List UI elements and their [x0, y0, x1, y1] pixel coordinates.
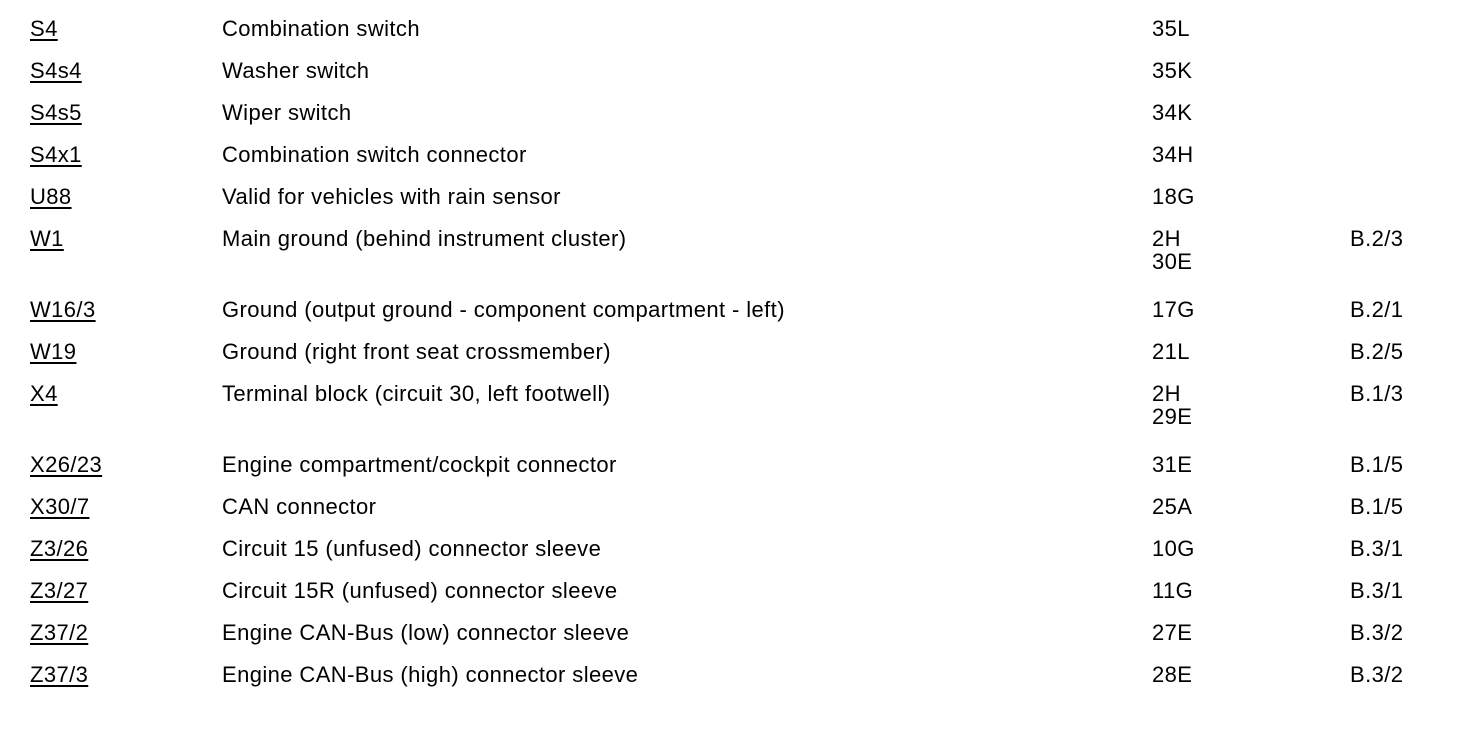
grid-location: 2H 30E [1152, 226, 1193, 274]
grid-location: 27E [1152, 620, 1193, 645]
component-code-link[interactable]: X30/7 [30, 494, 90, 519]
grid-location: 2H 29E [1152, 381, 1193, 429]
component-description: Circuit 15R (unfused) connector sleeve [222, 578, 618, 603]
table-row: X4 Terminal block (circuit 30, left foot… [30, 382, 1472, 428]
grid-location: 11G [1152, 578, 1194, 603]
component-description: CAN connector [222, 494, 377, 519]
grid-location: 34H [1152, 142, 1194, 167]
grid-location: 21L [1152, 339, 1190, 364]
component-code-link[interactable]: W1 [30, 226, 64, 251]
diagram-reference: B.1/5 [1350, 452, 1404, 477]
diagram-reference: B.1/3 [1350, 381, 1404, 406]
table-row: U88 Valid for vehicles with rain sensor … [30, 185, 1472, 208]
component-code-link[interactable]: Z37/2 [30, 620, 89, 645]
component-description: Engine compartment/cockpit connector [222, 452, 617, 477]
table-row: S4 Combination switch 35L [30, 17, 1472, 40]
component-description: Combination switch connector [222, 142, 527, 167]
diagram-reference: B.2/1 [1350, 297, 1404, 322]
table-row: S4s4 Washer switch 35K [30, 59, 1472, 82]
grid-location: 28E [1152, 662, 1193, 687]
component-code-link[interactable]: Z37/3 [30, 662, 89, 687]
component-code-link[interactable]: X4 [30, 381, 58, 406]
table-row: S4s5 Wiper switch 34K [30, 101, 1472, 124]
table-row: Z3/26 Circuit 15 (unfused) connector sle… [30, 537, 1472, 560]
component-code-link[interactable]: W19 [30, 339, 77, 364]
component-code-link[interactable]: Z3/26 [30, 536, 89, 561]
grid-location: 18G [1152, 184, 1195, 209]
grid-location: 35K [1152, 58, 1193, 83]
component-code-link[interactable]: S4x1 [30, 142, 82, 167]
component-description: Engine CAN-Bus (high) connector sleeve [222, 662, 639, 687]
table-row: W16/3 Ground (output ground - component … [30, 298, 1472, 321]
table-row: Z3/27 Circuit 15R (unfused) connector sl… [30, 579, 1472, 602]
grid-location: 17G [1152, 297, 1195, 322]
diagram-reference: B.3/2 [1350, 620, 1404, 645]
table-row: X30/7 CAN connector 25A B.1/5 [30, 495, 1472, 518]
table-row: W1 Main ground (behind instrument cluste… [30, 227, 1472, 273]
grid-location: 31E [1152, 452, 1193, 477]
component-description: Terminal block (circuit 30, left footwel… [222, 381, 611, 406]
component-description: Ground (right front seat crossmember) [222, 339, 611, 364]
table-row: W19 Ground (right front seat crossmember… [30, 340, 1472, 363]
table-row: X26/23 Engine compartment/cockpit connec… [30, 453, 1472, 476]
component-description: Valid for vehicles with rain sensor [222, 184, 561, 209]
component-description: Wiper switch [222, 100, 352, 125]
component-description: Washer switch [222, 58, 370, 83]
component-code-link[interactable]: S4 [30, 16, 58, 41]
component-code-link[interactable]: Z3/27 [30, 578, 89, 603]
table-row: Z37/3 Engine CAN-Bus (high) connector sl… [30, 663, 1472, 686]
table-row: S4x1 Combination switch connector 34H [30, 143, 1472, 166]
grid-location: 35L [1152, 16, 1190, 41]
component-description: Circuit 15 (unfused) connector sleeve [222, 536, 602, 561]
diagram-reference: B.1/5 [1350, 494, 1404, 519]
component-description: Engine CAN-Bus (low) connector sleeve [222, 620, 630, 645]
grid-location: 25A [1152, 494, 1193, 519]
diagram-reference: B.3/2 [1350, 662, 1404, 687]
component-code-link[interactable]: W16/3 [30, 297, 96, 322]
diagram-reference: B.3/1 [1350, 578, 1404, 603]
component-code-link[interactable]: U88 [30, 184, 72, 209]
diagram-reference: B.2/5 [1350, 339, 1404, 364]
component-code-link[interactable]: S4s4 [30, 58, 82, 83]
diagram-reference: B.2/3 [1350, 226, 1404, 251]
component-description: Combination switch [222, 16, 420, 41]
component-description: Main ground (behind instrument cluster) [222, 226, 627, 251]
grid-location: 34K [1152, 100, 1193, 125]
component-description: Ground (output ground - component compar… [222, 297, 785, 322]
component-code-link[interactable]: S4s5 [30, 100, 82, 125]
component-code-link[interactable]: X26/23 [30, 452, 103, 477]
table-row: Z37/2 Engine CAN-Bus (low) connector sle… [30, 621, 1472, 644]
grid-location: 10G [1152, 536, 1195, 561]
diagram-reference: B.3/1 [1350, 536, 1404, 561]
